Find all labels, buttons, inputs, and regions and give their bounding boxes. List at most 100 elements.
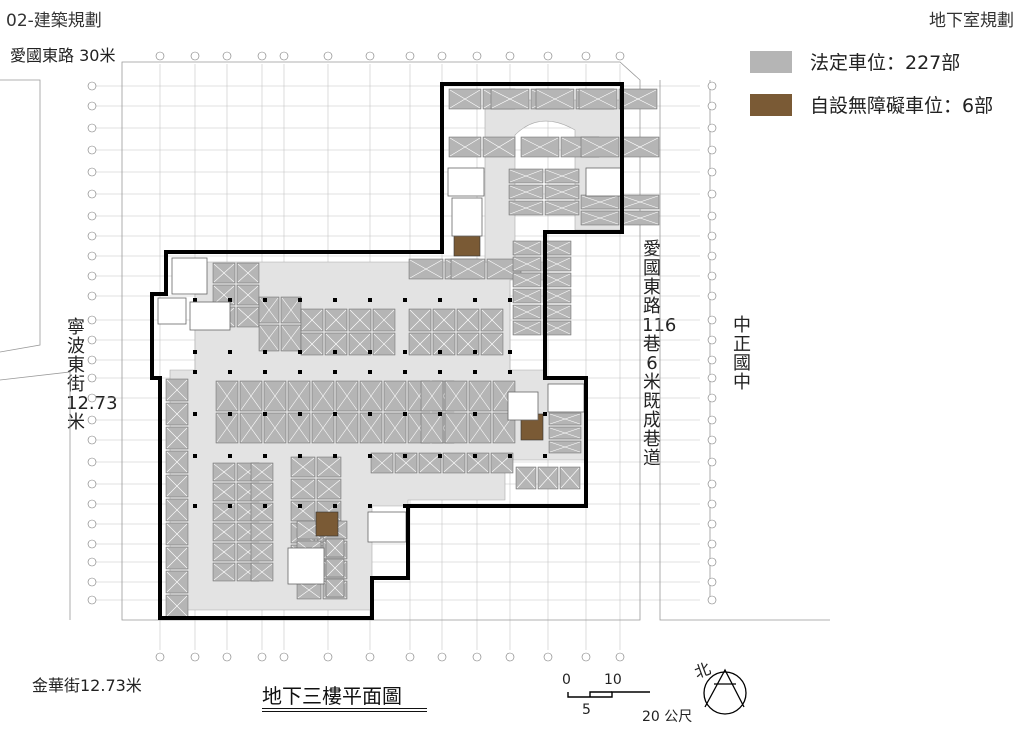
parking-stall-diagonal bbox=[213, 523, 235, 541]
column bbox=[228, 412, 232, 416]
parking-stall bbox=[542, 304, 572, 320]
parking-stall-diagonal bbox=[237, 307, 259, 327]
parking-stall-diagonal bbox=[317, 457, 341, 477]
parking-stall-diagonal bbox=[457, 309, 479, 331]
parking-stall bbox=[548, 412, 582, 426]
parking-stall-diagonal bbox=[543, 305, 571, 319]
grid-bubble bbox=[707, 457, 717, 467]
parking-stall-diagonal bbox=[259, 297, 279, 323]
column bbox=[193, 370, 197, 374]
grid-bubble bbox=[190, 51, 200, 61]
page-title: 地下室規劃 bbox=[929, 11, 1014, 31]
grid-bubble bbox=[707, 211, 717, 221]
grid-bubble bbox=[615, 51, 625, 61]
parking-stall-diagonal bbox=[560, 467, 580, 489]
grid-bubble bbox=[707, 189, 717, 199]
parking-stall bbox=[480, 332, 504, 356]
grid-bubble bbox=[87, 373, 97, 383]
parking-stall-diagonal bbox=[312, 413, 334, 443]
plan-title: 地下三樓平面圖 bbox=[262, 684, 402, 708]
grid-bubble bbox=[543, 652, 553, 662]
parking-stall-diagonal bbox=[251, 463, 273, 481]
parking-stall bbox=[212, 522, 236, 542]
column bbox=[298, 298, 302, 302]
grid-bubble bbox=[707, 557, 717, 567]
column bbox=[228, 298, 232, 302]
column bbox=[368, 298, 372, 302]
grid-bubble bbox=[707, 519, 717, 529]
grid-bubble bbox=[155, 51, 165, 61]
grid-bubble bbox=[87, 145, 97, 155]
column bbox=[193, 454, 197, 458]
parking-stall bbox=[544, 184, 580, 200]
parking-stall-diagonal bbox=[216, 413, 238, 443]
legend-item-accessible: 自設無障礙車位：6部 bbox=[750, 91, 993, 118]
parking-stall-diagonal bbox=[581, 195, 619, 209]
parking-stall-diagonal bbox=[373, 333, 395, 355]
grid-bubble bbox=[87, 101, 97, 111]
parking-stall-diagonal bbox=[251, 523, 273, 541]
parking-stall-diagonal bbox=[240, 381, 262, 411]
column bbox=[228, 350, 232, 354]
parking-stall-diagonal bbox=[549, 413, 581, 425]
column bbox=[368, 350, 372, 354]
grid-bubble bbox=[472, 652, 482, 662]
parking-stall bbox=[515, 466, 537, 490]
parking-stall bbox=[559, 466, 581, 490]
parking-stall bbox=[324, 332, 348, 356]
section-title: 02-建築規劃 bbox=[6, 11, 102, 31]
parking-stall-diagonal bbox=[409, 259, 443, 279]
parking-stall-diagonal bbox=[421, 381, 443, 411]
grid-bubble bbox=[405, 652, 415, 662]
parking-stall-diagonal bbox=[509, 169, 543, 183]
parking-stall-diagonal bbox=[371, 453, 393, 473]
column bbox=[263, 370, 267, 374]
parking-stall-diagonal bbox=[281, 297, 301, 323]
grid-bubble bbox=[472, 51, 482, 61]
grid-bubble bbox=[87, 335, 97, 345]
legend-label-accessible: 自設無障礙車位：6部 bbox=[810, 95, 994, 117]
parking-stall bbox=[580, 136, 620, 158]
column bbox=[193, 298, 197, 302]
column bbox=[368, 504, 372, 508]
column bbox=[368, 370, 372, 374]
parking-stall bbox=[250, 522, 274, 542]
grid-bubble bbox=[365, 652, 375, 662]
parking-stall bbox=[311, 380, 335, 412]
parking-stall-diagonal bbox=[467, 453, 489, 473]
grid-bubble bbox=[581, 51, 591, 61]
parking-stall bbox=[512, 304, 542, 320]
parking-stall-diagonal bbox=[483, 137, 515, 157]
grid-bubble bbox=[279, 652, 289, 662]
column bbox=[193, 504, 197, 508]
parking-stall bbox=[311, 412, 335, 444]
parking-stall bbox=[618, 88, 658, 110]
parking-stall-diagonal bbox=[513, 321, 541, 335]
legend-swatch-accessible bbox=[750, 93, 792, 116]
parking-stall bbox=[542, 256, 572, 272]
parking-stall-diagonal bbox=[166, 571, 188, 593]
parking-stall bbox=[165, 450, 189, 474]
parking-stall bbox=[359, 380, 383, 412]
parking-stall-diagonal bbox=[213, 483, 235, 501]
parking-stall-diagonal bbox=[509, 185, 543, 199]
parking-stall bbox=[280, 296, 302, 324]
parking-stall bbox=[287, 412, 311, 444]
parking-stall-diagonal bbox=[621, 195, 659, 209]
parking-stall-diagonal bbox=[166, 523, 188, 545]
grid-bubble bbox=[190, 652, 200, 662]
column bbox=[438, 454, 442, 458]
parking-stall bbox=[508, 168, 544, 184]
parking-stall bbox=[335, 380, 359, 412]
parking-stall-diagonal bbox=[360, 413, 382, 443]
parking-stall bbox=[372, 332, 396, 356]
parking-stall-diagonal bbox=[469, 413, 491, 443]
parking-stall bbox=[263, 380, 287, 412]
grid-bubble bbox=[707, 435, 717, 445]
parking-stall-diagonal bbox=[237, 263, 259, 283]
column bbox=[333, 350, 337, 354]
parking-stall bbox=[165, 426, 189, 450]
parking-stall-diagonal bbox=[216, 381, 238, 411]
grid-bubble bbox=[257, 652, 267, 662]
parking-stall bbox=[492, 412, 516, 444]
